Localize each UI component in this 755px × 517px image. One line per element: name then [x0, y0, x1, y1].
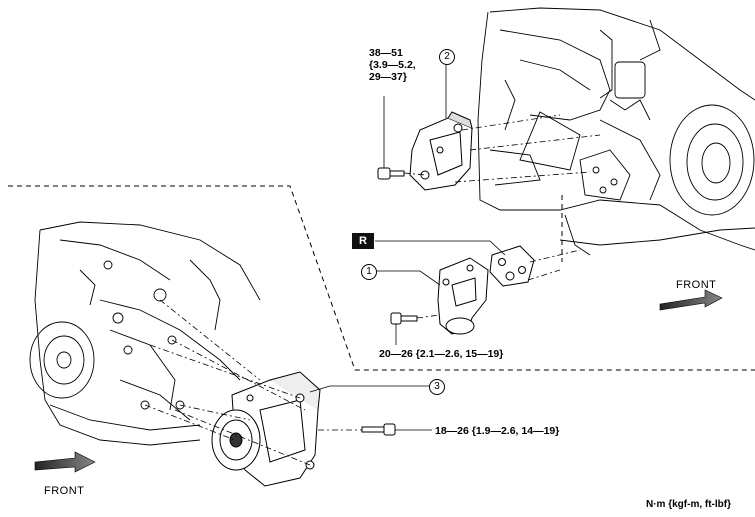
engine-block-lower-left — [29, 221, 261, 446]
front-label-lower: FRONT — [44, 485, 85, 497]
leader-lines — [309, 64, 506, 431]
section-boundary-dashed — [8, 185, 755, 371]
front-label-upper: FRONT — [676, 279, 717, 291]
torque-label-thermostat-bolt: 20—26 {2.1—2.6, 15—19} — [379, 348, 504, 360]
torque-line: 29—37} — [369, 71, 407, 83]
compressor-bolt — [361, 423, 396, 436]
torque-line: 38—51 — [369, 47, 403, 59]
front-arrow-lower — [34, 451, 96, 473]
callout-2: 2 — [439, 49, 455, 65]
compressor-part-3 — [211, 371, 321, 487]
units-note: N·m {kgf-m, ft-lbf} — [646, 499, 731, 510]
callout-1: 1 — [361, 264, 377, 280]
thermostat-housing-part-1 — [437, 257, 489, 335]
reuse-mark-box: R — [352, 233, 374, 249]
torque-label-bracket-bolt: 38—51 {3.9—5.2, 29—37} — [369, 47, 416, 83]
thermostat-bolt — [390, 312, 418, 325]
gasket-part — [489, 245, 535, 287]
torque-line: {3.9—5.2, — [369, 59, 416, 71]
front-arrow-upper — [659, 289, 723, 311]
bracket-part-2 — [409, 111, 473, 191]
bracket-bolt — [377, 167, 405, 180]
callout-3: 3 — [429, 379, 445, 395]
assembly-guide-lines — [144, 114, 601, 466]
torque-label-compressor-bolt: 18—26 {1.9—2.6, 14—19} — [435, 425, 560, 437]
engine-block-upper-right — [477, 7, 755, 256]
